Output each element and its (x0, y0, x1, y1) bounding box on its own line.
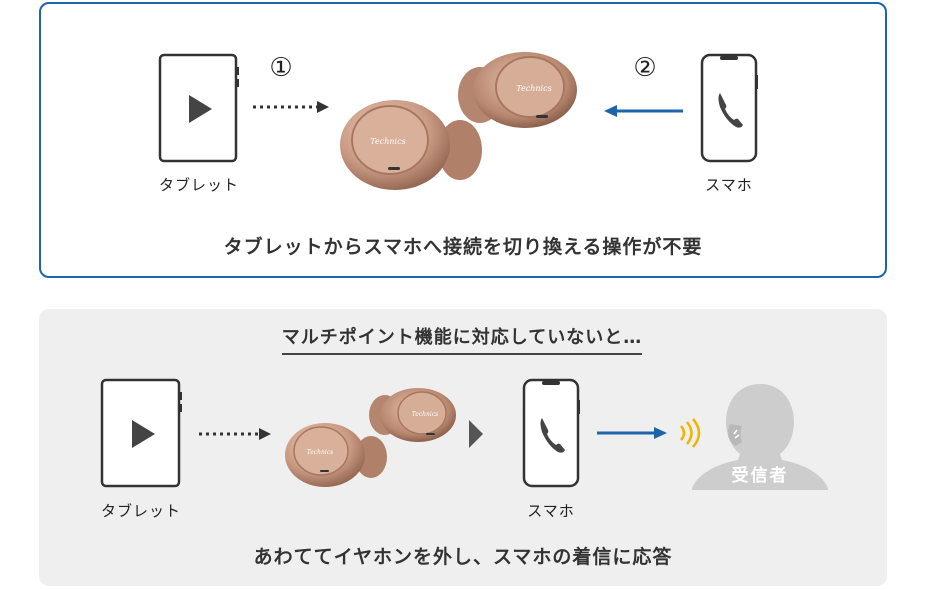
earbud-brand: Technics (370, 137, 405, 146)
phone-at-ear-icon (728, 424, 742, 446)
earbuds-image: Technics Technics (285, 388, 456, 487)
person-silhouette-icon (692, 384, 828, 490)
top-caption: タブレットからスマホへ接続を切り換える操作が不要 (223, 236, 703, 258)
triangle-arrow-icon (469, 420, 483, 448)
earbud-brand: Technics (307, 449, 334, 456)
smartphone-icon (700, 53, 758, 163)
step-2-marker: ② (633, 53, 657, 83)
tablet-icon (100, 378, 182, 488)
bottom-caption: あわててイヤホンを外し、スマホの着信に応答 (253, 546, 673, 568)
step-1-marker: ① (269, 53, 293, 83)
solid-arrow-icon (604, 105, 683, 117)
receiver-label: 受信者 (731, 466, 789, 486)
dotted-arrow-icon (253, 101, 329, 113)
play-icon (189, 95, 212, 123)
phone-handset-icon (540, 418, 565, 453)
earbud-brand: Technics (412, 411, 439, 418)
solid-arrow-icon (597, 427, 667, 439)
dotted-arrow-icon (199, 428, 271, 440)
earbud-brand: Technics (516, 84, 551, 93)
phone-label: スマホ (705, 176, 753, 194)
phone-label: スマホ (527, 502, 575, 520)
play-icon (132, 420, 155, 448)
tablet-icon (158, 53, 239, 163)
phone-handset-icon (718, 93, 743, 128)
earbuds-image: Technics Technics (340, 52, 577, 190)
ringing-icon (680, 418, 701, 448)
smartphone-icon (522, 378, 580, 488)
bottom-heading: マルチポイント機能に対応していないと… (281, 323, 643, 355)
tablet-label: タブレット (158, 176, 239, 194)
tablet-label: タブレット (100, 502, 181, 520)
